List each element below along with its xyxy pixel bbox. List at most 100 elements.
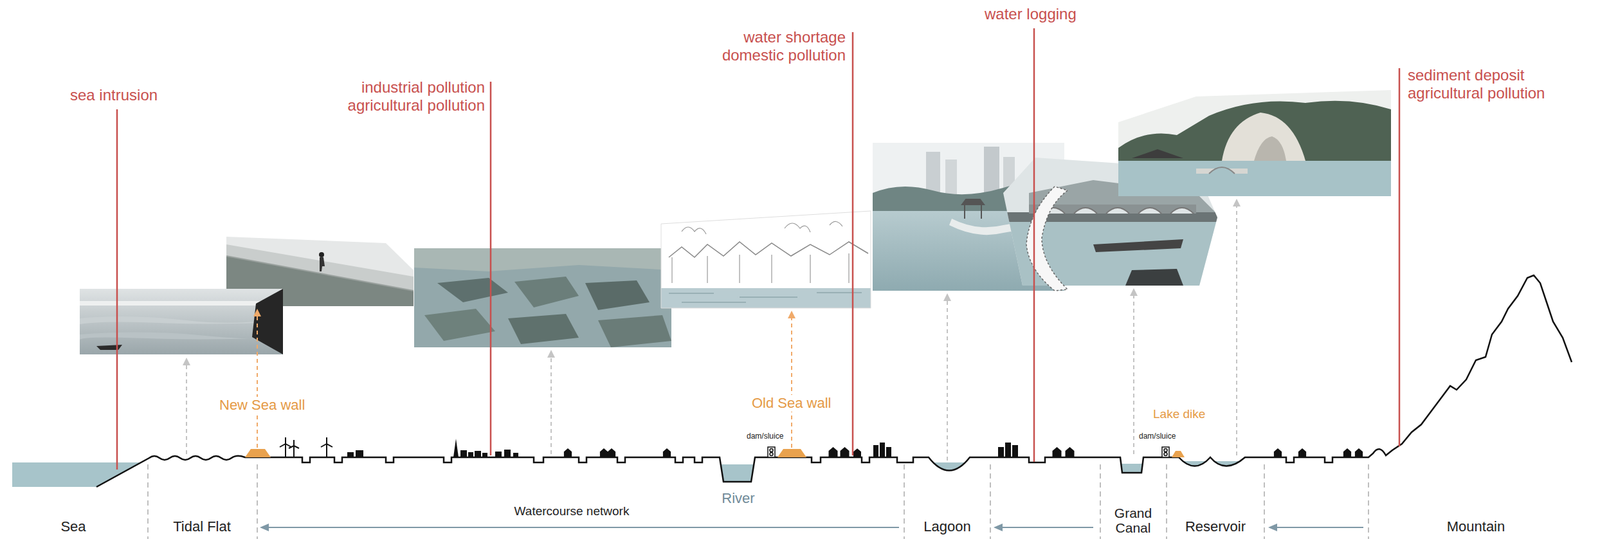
- zone-boundary: [989, 464, 991, 539]
- arrow-head: [993, 523, 1003, 532]
- new-sea-wall: [245, 448, 271, 458]
- photo-land: [598, 315, 672, 348]
- wall-leader-heads: [253, 308, 796, 319]
- sluice-symbol: [769, 452, 773, 456]
- house: [607, 448, 616, 458]
- photo-wing: [1026, 186, 1068, 291]
- problem-label: water logging: [982, 5, 1079, 24]
- building: [482, 452, 488, 458]
- photo-cave: [1254, 136, 1287, 161]
- sluice-symbol: [767, 446, 775, 458]
- sketch-roofs: [668, 241, 869, 258]
- house: [1273, 448, 1282, 458]
- house: [828, 446, 838, 458]
- arrow-head: [547, 349, 555, 358]
- zone-boundary: [1165, 464, 1168, 539]
- zone-boundary: [1367, 464, 1370, 539]
- canal-water: [1121, 463, 1143, 473]
- lake-dike: [1171, 450, 1185, 458]
- photo-hill: [1118, 100, 1391, 161]
- problem-label: sediment deposit: [1405, 66, 1527, 85]
- arrow-head: [943, 293, 952, 301]
- structure-label: New Sea wall: [217, 396, 307, 414]
- photo-figure: [318, 252, 325, 258]
- photo-sea: [79, 288, 283, 355]
- structure-label: dam/sluice: [744, 431, 786, 441]
- arrow-head: [259, 523, 269, 532]
- wall-leaders: [257, 315, 792, 448]
- photo-arches: [1041, 207, 1194, 214]
- zone-label: Grand Canal: [1101, 505, 1165, 536]
- sketch-water: [661, 288, 871, 309]
- sluice-symbol: [1162, 446, 1170, 458]
- building: [886, 446, 892, 458]
- building: [347, 452, 354, 458]
- zone-boundary: [903, 464, 905, 539]
- photo-reservoir: [1118, 90, 1391, 197]
- problem-label: domestic pollution: [720, 46, 848, 65]
- houses: [563, 446, 1363, 458]
- photo-wave: [79, 316, 283, 325]
- structure-label: Old Sea wall: [749, 394, 834, 412]
- sluice-symbols: [767, 446, 1170, 458]
- sluice-symbol: [769, 448, 773, 453]
- flow-arrow: [1273, 526, 1364, 528]
- photo-land: [424, 308, 496, 341]
- zone-label: Lagoon: [921, 518, 973, 536]
- sketch-ripples: [668, 292, 862, 303]
- building: [495, 451, 502, 458]
- wall-leader: [256, 315, 258, 448]
- photo-leader: [946, 299, 948, 461]
- zone-label: Tidal Flat: [171, 518, 233, 536]
- zone-label: Sea: [58, 518, 88, 536]
- building: [474, 450, 482, 458]
- photo-wall: [252, 288, 283, 355]
- problem-line: [1033, 28, 1036, 462]
- problem-lines: [117, 28, 1400, 470]
- problem-label: agricultural pollution: [1405, 84, 1547, 103]
- embankments: [245, 448, 1185, 458]
- photo-tower: [983, 146, 1000, 197]
- house: [1343, 448, 1352, 458]
- problem-label: water shortage: [741, 28, 848, 47]
- photo-water: [1118, 160, 1391, 197]
- problem-label: agricultural pollution: [345, 96, 487, 116]
- river-water: [720, 464, 754, 482]
- house: [1052, 446, 1062, 458]
- river-label: River: [719, 490, 757, 507]
- sketch-walls: [672, 253, 849, 283]
- windmills: [279, 437, 333, 458]
- photo-arch: [1209, 167, 1235, 174]
- arrow-head: [182, 357, 191, 366]
- house: [663, 448, 671, 458]
- photo-land: [437, 277, 509, 303]
- photo-land: [585, 280, 650, 310]
- chimney: [453, 438, 459, 458]
- ground-profile: [96, 275, 1572, 487]
- zone-boundaries: [147, 464, 1369, 539]
- problem-label: industrial pollution: [359, 78, 487, 98]
- sluice-symbol: [1163, 448, 1168, 453]
- zone-boundary: [147, 464, 149, 539]
- photo-tower: [945, 159, 957, 197]
- windmill: [288, 439, 300, 458]
- house: [840, 446, 850, 458]
- building: [1005, 442, 1011, 458]
- photo-roof: [1125, 268, 1184, 286]
- photo-sketch: [661, 210, 871, 309]
- house: [563, 448, 572, 458]
- house: [1065, 446, 1075, 458]
- photo-leader: [1133, 294, 1135, 455]
- photo-sky: [1118, 90, 1391, 197]
- structure-label: Lake dike: [1151, 407, 1208, 422]
- building: [460, 450, 467, 458]
- photo-boat: [1093, 239, 1184, 253]
- arrow-head: [253, 308, 262, 317]
- photo-leader: [1236, 205, 1238, 456]
- house: [1354, 448, 1363, 458]
- arrow-head: [787, 310, 796, 319]
- zone-label: Mountain: [1445, 518, 1508, 536]
- building: [998, 446, 1004, 458]
- photo-land: [508, 313, 579, 345]
- house: [600, 448, 608, 458]
